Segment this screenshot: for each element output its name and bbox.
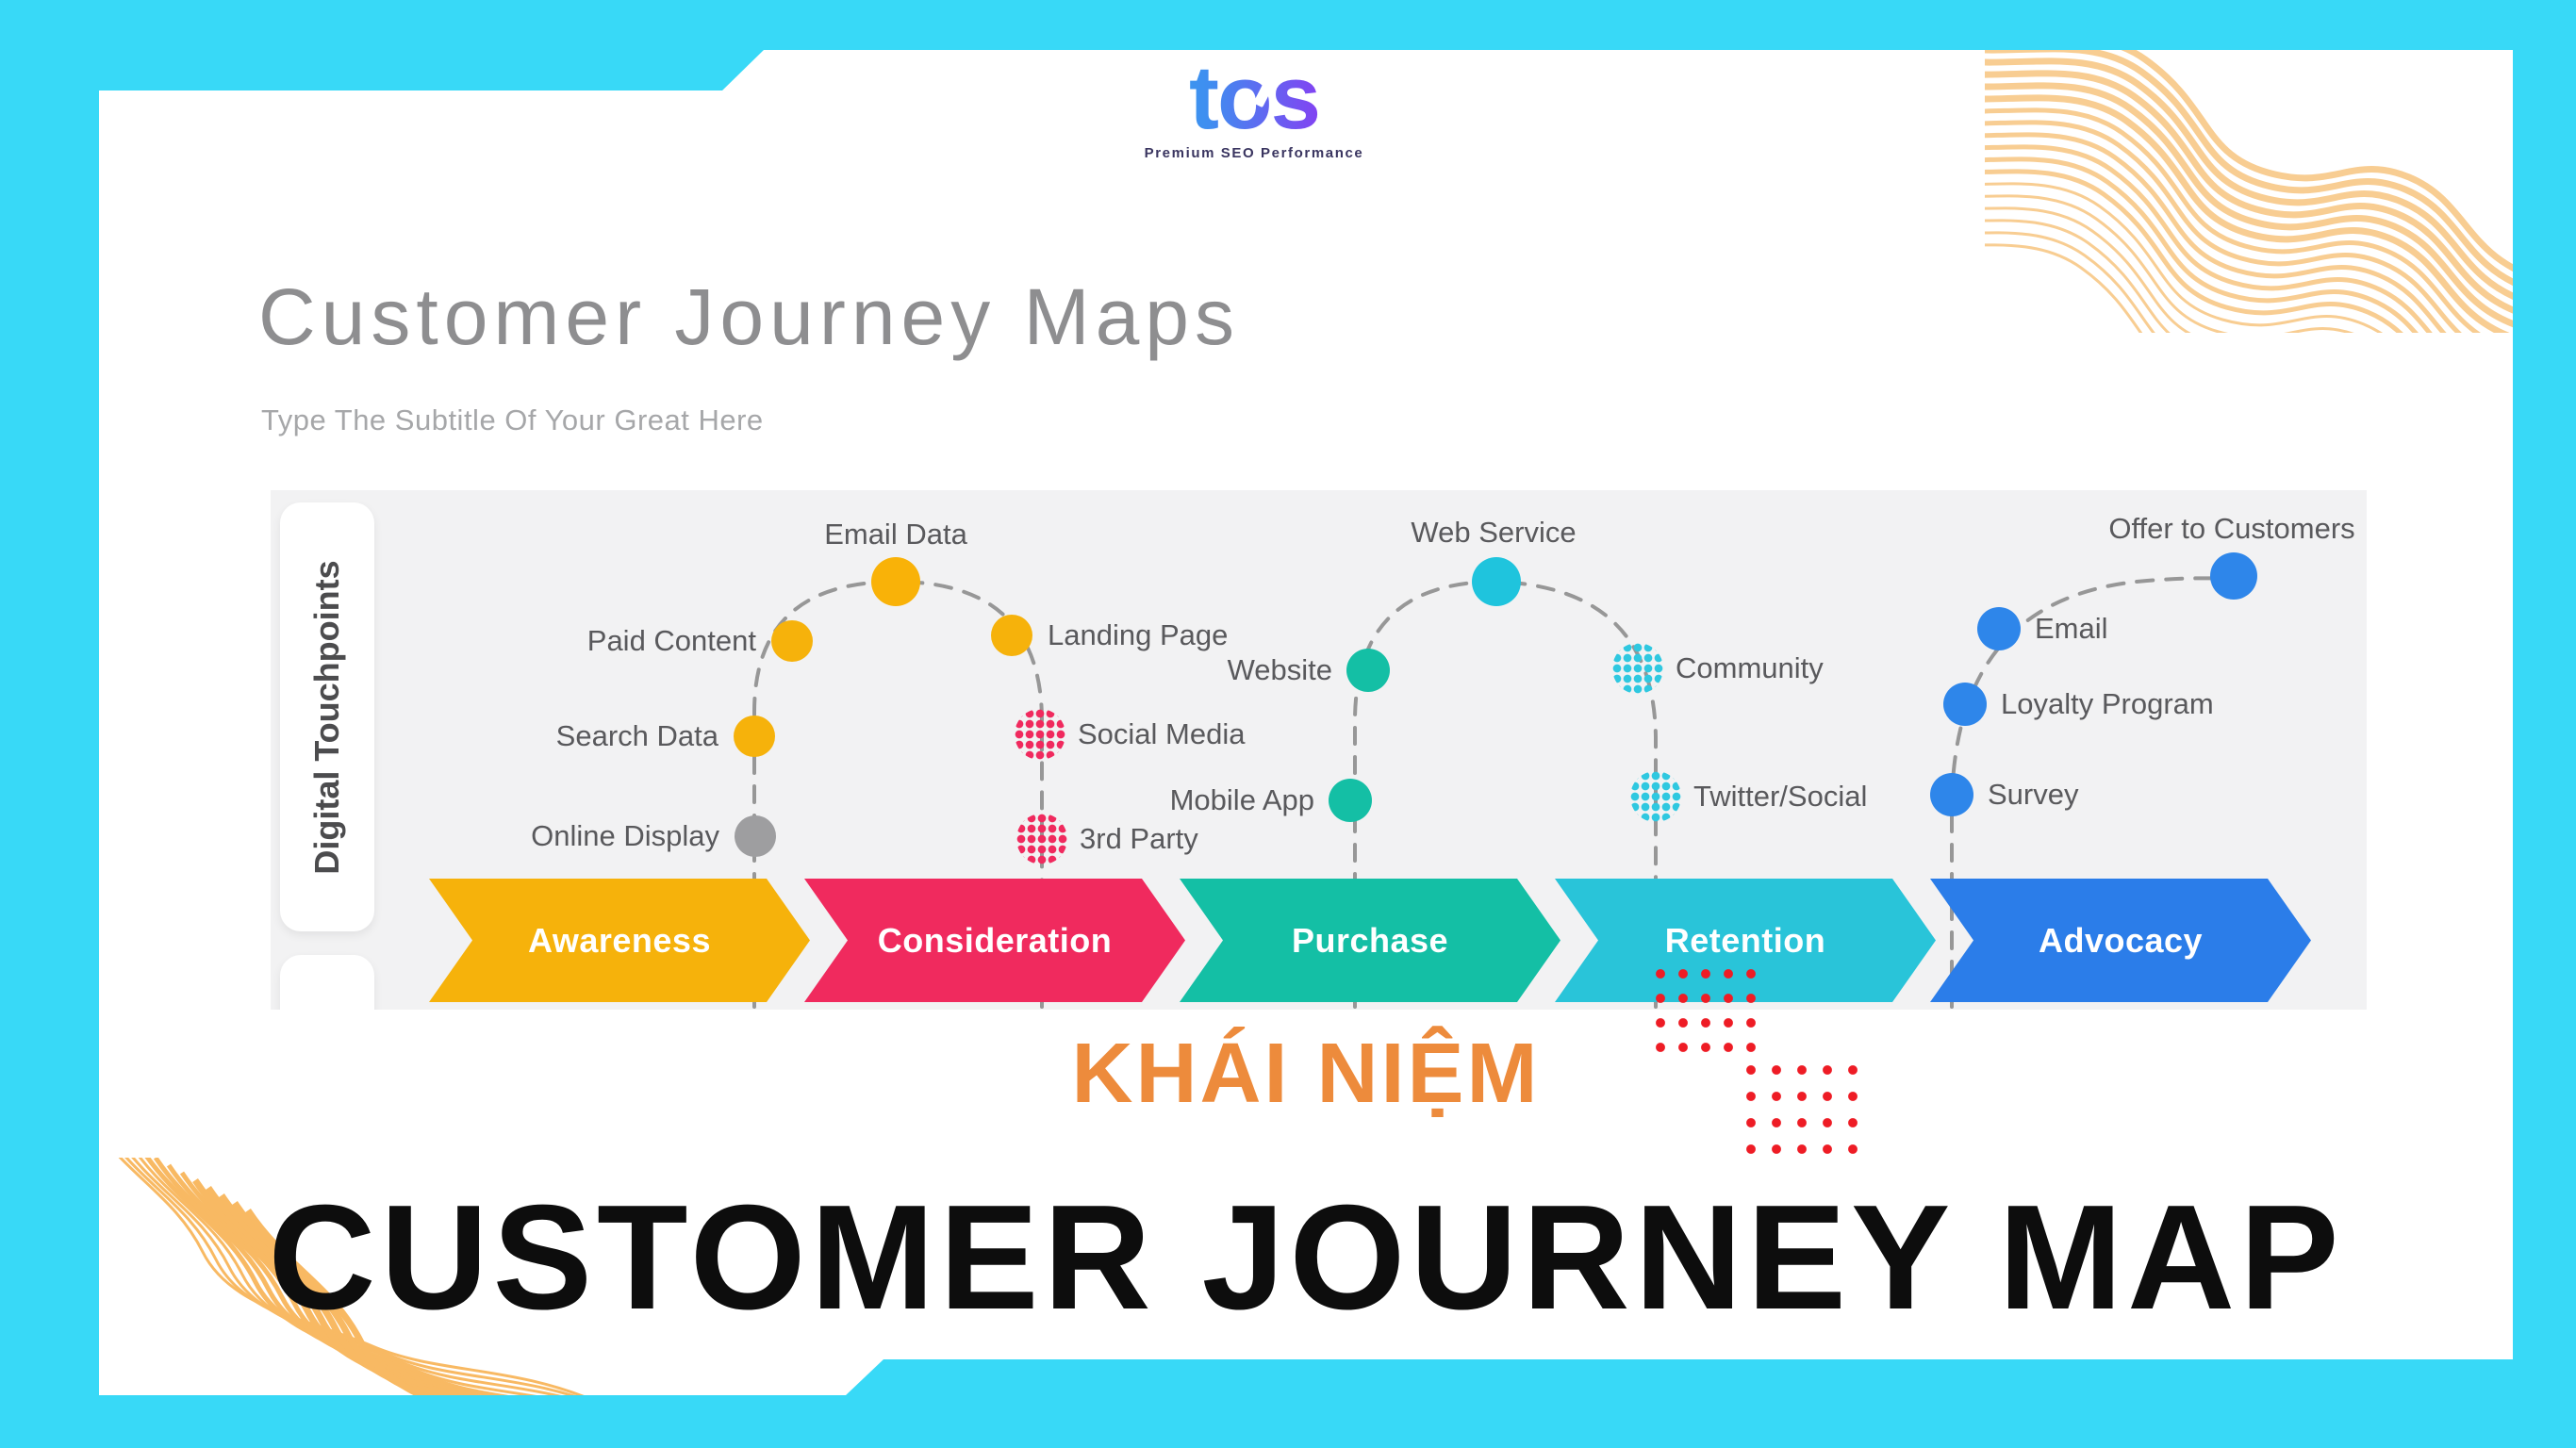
touchpoint-label-community: Community — [1676, 651, 1824, 684]
stage-label: Purchase — [1291, 920, 1449, 960]
touchpoint-dot-website — [1346, 649, 1390, 692]
touchpoint-label-loyalty-program: Loyalty Program — [2001, 687, 2214, 720]
stage-arrow-awareness: Awareness — [429, 879, 810, 1002]
page-subtitle: Type The Subtitle Of Your Great Here — [261, 403, 764, 436]
touchpoint-label-paid-content: Paid Content — [586, 624, 756, 657]
touchpoint-dot-survey — [1930, 773, 1973, 816]
stage-arrow-advocacy: Advocacy — [1930, 879, 2311, 1002]
touchpoint-label-website: Website — [1227, 653, 1332, 686]
touchpoint-label-email-data: Email Data — [824, 518, 967, 551]
touchpoint-dot-paid-content — [771, 620, 813, 662]
red-dot-grid-upper — [1649, 962, 1766, 1061]
journey-diagram: Digital Touchpoints Awareness Considerat… — [271, 490, 2367, 1010]
touchpoint-dot-mobile-app — [1329, 779, 1372, 822]
touchpoint-label-email: Email — [2035, 612, 2108, 645]
page-title: Customer Journey Maps — [258, 272, 1241, 361]
touchpoint-dot-community — [1612, 643, 1663, 694]
touchpoint-dot-email-data — [871, 557, 920, 606]
touchpoint-label-twitter-social: Twitter/Social — [1693, 780, 1868, 813]
red-dot-grid-lower — [1739, 1057, 1867, 1164]
digital-touchpoints-box: Digital Touchpoints — [280, 502, 374, 931]
stage-label: Retention — [1664, 920, 1826, 960]
stage-arrow-consideration: Consideration — [804, 879, 1185, 1002]
caption-title: CUSTOMER JOURNEY MAP — [268, 1175, 2344, 1341]
touchpoint-dot-loyalty-program — [1943, 683, 1987, 726]
touchpoint-label-mobile-app: Mobile App — [1169, 783, 1314, 816]
touchpoint-label-web-service: Web Service — [1411, 516, 1577, 549]
stage-label: Advocacy — [2038, 920, 2204, 960]
stage-label: Awareness — [528, 920, 711, 960]
digital-touchpoints-label: Digital Touchpoints — [307, 559, 346, 875]
touchpoint-dot-3rd-party — [1016, 814, 1067, 864]
touchpoint-dot-web-service — [1472, 557, 1521, 606]
secondary-side-box — [280, 955, 374, 1010]
touchpoint-dot-online-display — [735, 815, 776, 857]
logo: tos Premium SEO Performance — [1065, 53, 1443, 162]
caption-kicker: KHÁI NIỆM — [1071, 1027, 1541, 1121]
stage-arrow-purchase: Purchase — [1180, 879, 1560, 1002]
wave-pattern-top-right — [1985, 50, 2513, 333]
journey-stages-row: Awareness Consideration Purchase Retenti… — [271, 879, 2367, 1002]
touchpoint-label-3rd-party: 3rd Party — [1080, 822, 1198, 855]
touchpoint-dot-email — [1977, 607, 2021, 650]
touchpoint-dot-landing-page — [991, 615, 1032, 656]
touchpoint-label-offer-to-customers: Offer to Customers — [2108, 512, 2355, 545]
touchpoint-label-search-data: Search Data — [555, 719, 718, 752]
logo-wordmark: tos — [1065, 53, 1443, 143]
touchpoint-dot-offer-to-customers — [2210, 552, 2257, 600]
touchpoint-label-survey: Survey — [1988, 778, 2079, 811]
logo-tagline: Premium SEO Performance — [1144, 145, 1364, 161]
touchpoint-dot-twitter-social — [1630, 771, 1681, 822]
touchpoint-label-online-display: Online Display — [531, 819, 719, 852]
touchpoint-dot-social-media — [1015, 709, 1065, 760]
touchpoint-label-landing-page: Landing Page — [1048, 618, 1229, 651]
touchpoint-dot-search-data — [734, 716, 775, 757]
touchpoint-label-social-media: Social Media — [1078, 717, 1246, 750]
stage-label: Consideration — [877, 920, 1113, 960]
